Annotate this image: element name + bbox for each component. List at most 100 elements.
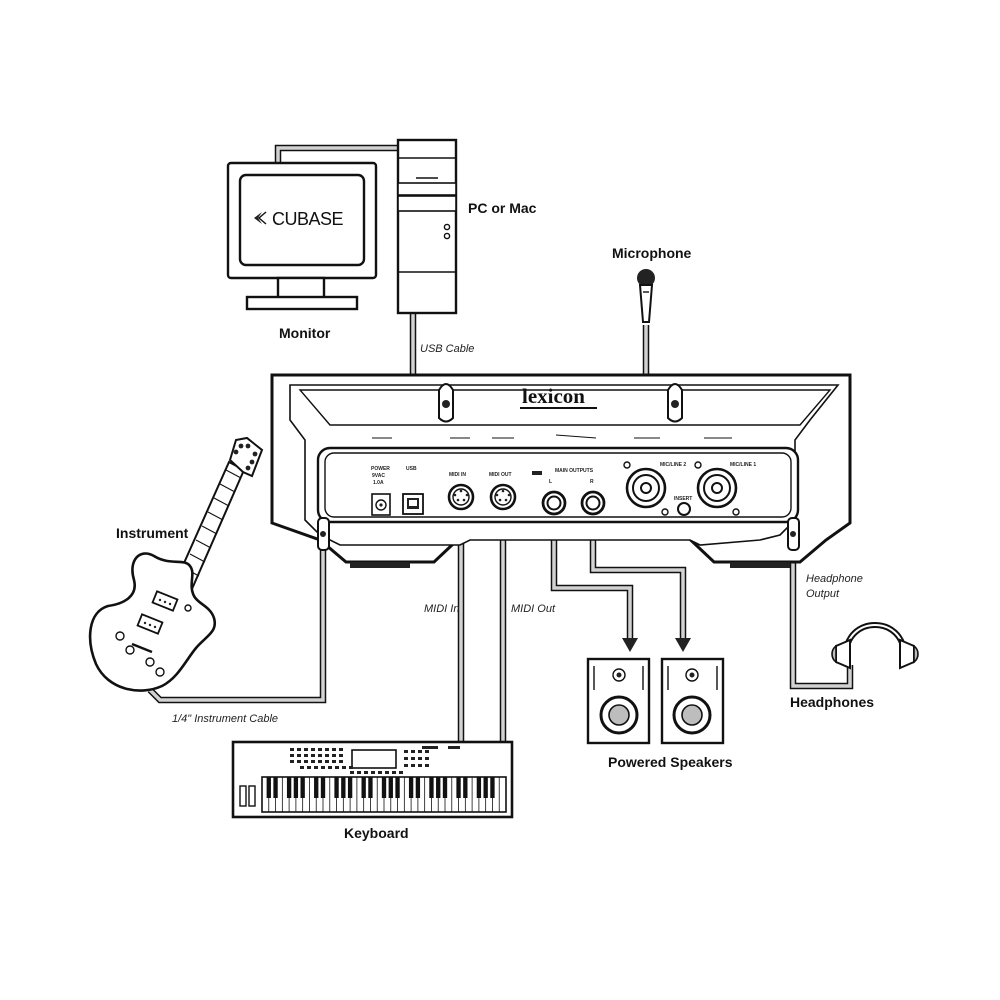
- black-key: [334, 777, 339, 798]
- midi-out-port-label: MIDI OUT: [489, 472, 512, 478]
- keyboard: [231, 740, 514, 819]
- keyboard-button: [425, 750, 429, 753]
- keyboard-button: [339, 754, 343, 757]
- keyboard-button: [342, 766, 346, 769]
- midi-in-port-icon: [447, 483, 475, 511]
- keyboard-button: [418, 757, 422, 760]
- black-key: [286, 777, 292, 798]
- main-output-right-label: R: [590, 479, 594, 485]
- mic-line-1-combo-jack-icon: [694, 461, 740, 516]
- keyboard-button: [332, 748, 336, 751]
- powered-speakers-label: Powered Speakers: [608, 754, 733, 770]
- left-knob-icon: [438, 383, 454, 423]
- black-key: [408, 777, 414, 798]
- microphone: [637, 269, 655, 323]
- keyboard-button: [411, 764, 415, 767]
- speaker-left-cable: [550, 512, 638, 652]
- keyboard-button: [418, 750, 422, 753]
- black-key: [314, 777, 319, 798]
- keyboard-button: [350, 771, 354, 774]
- keyboard-button: [290, 760, 294, 763]
- black-key: [266, 777, 271, 798]
- keyboard-buttons: [290, 746, 460, 774]
- monitor: CUBASE: [226, 161, 378, 311]
- audio-interface: lexicon POWER 9VAC 1.0A USB MIDI IN: [270, 373, 852, 568]
- keyboard-button: [328, 766, 332, 769]
- black-key: [476, 777, 482, 798]
- keyboard-button: [371, 771, 375, 774]
- keyboard-button: [318, 760, 322, 763]
- insert-jack-icon: [677, 502, 691, 516]
- screen-brand: CUBASE: [272, 209, 344, 229]
- keyboard-button: [378, 771, 382, 774]
- black-key: [368, 777, 373, 798]
- black-key: [293, 777, 299, 798]
- keyboard-button: [339, 748, 343, 751]
- midi-out-label: MIDI Out: [511, 603, 556, 615]
- keyboard-button: [311, 748, 315, 751]
- mic-line-1-label: MIC/LINE 1: [730, 462, 756, 468]
- monitor-label: Monitor: [279, 325, 331, 341]
- keyboard-button: [399, 771, 403, 774]
- keyboard-button: [304, 754, 308, 757]
- black-key: [415, 777, 421, 798]
- main-output-right-jack-icon: [580, 490, 606, 516]
- guitar: [88, 436, 264, 692]
- black-key: [300, 777, 305, 798]
- keyboard-button: [318, 748, 322, 751]
- keyboard-button: [304, 748, 308, 751]
- pc-tower: [396, 138, 458, 315]
- power-label-2: 9VAC: [372, 473, 385, 479]
- keyboard-button: [422, 746, 438, 749]
- headphone-output-label-line2: Output: [806, 588, 840, 600]
- mic-line-2-combo-jack-icon: [623, 461, 669, 516]
- interface-brand: lexicon: [522, 384, 585, 408]
- keyboard-button: [318, 754, 322, 757]
- pc-label: PC or Mac: [468, 200, 537, 216]
- headphones-label: Headphones: [790, 694, 874, 710]
- black-key: [320, 777, 326, 798]
- headphones-cable: [789, 548, 854, 690]
- usb-cable-label: USB Cable: [420, 343, 474, 355]
- mic-line-2-label: MIC/LINE 2: [660, 462, 686, 468]
- keyboard-button: [418, 764, 422, 767]
- speaker-right: [660, 657, 725, 745]
- power-label-1: POWER: [371, 466, 390, 472]
- black-key: [273, 777, 278, 798]
- keyboard-button: [304, 760, 308, 763]
- keyboard-button: [300, 766, 304, 769]
- keyboard-button: [297, 754, 301, 757]
- keyboard-button: [448, 746, 460, 749]
- keyboard-button: [349, 766, 353, 769]
- black-key: [442, 777, 448, 798]
- keyboard-button: [385, 771, 389, 774]
- headphone-output-label-line1: Headphone: [806, 573, 863, 585]
- keyboard-button: [339, 760, 343, 763]
- keyboard-button: [404, 750, 408, 753]
- keyboard-button: [392, 771, 396, 774]
- main-output-left-jack-icon: [541, 490, 567, 516]
- black-key: [395, 777, 400, 798]
- keyboard-button: [311, 760, 315, 763]
- keyboard-button: [425, 764, 429, 767]
- keyboard-button: [314, 766, 318, 769]
- keyboard-button: [325, 748, 329, 751]
- keyboard-button: [425, 757, 429, 760]
- keyboard-button: [325, 760, 329, 763]
- instrument-cable: [147, 545, 327, 704]
- black-key: [483, 777, 488, 798]
- black-key: [347, 777, 353, 798]
- instrument-input-jack-icon: [317, 517, 330, 551]
- midi-in-label: MIDI In: [424, 603, 459, 615]
- keyboard-button: [321, 766, 325, 769]
- insert-label: INSERT: [674, 496, 692, 502]
- keyboard-black-keys: [266, 777, 495, 798]
- black-key: [341, 777, 346, 798]
- headphones-icon: [831, 622, 919, 670]
- black-key: [456, 777, 461, 798]
- black-key: [361, 777, 366, 798]
- keyboard-button: [357, 771, 361, 774]
- midi-in-port-label: MIDI IN: [449, 472, 466, 478]
- keyboard-button: [411, 757, 415, 760]
